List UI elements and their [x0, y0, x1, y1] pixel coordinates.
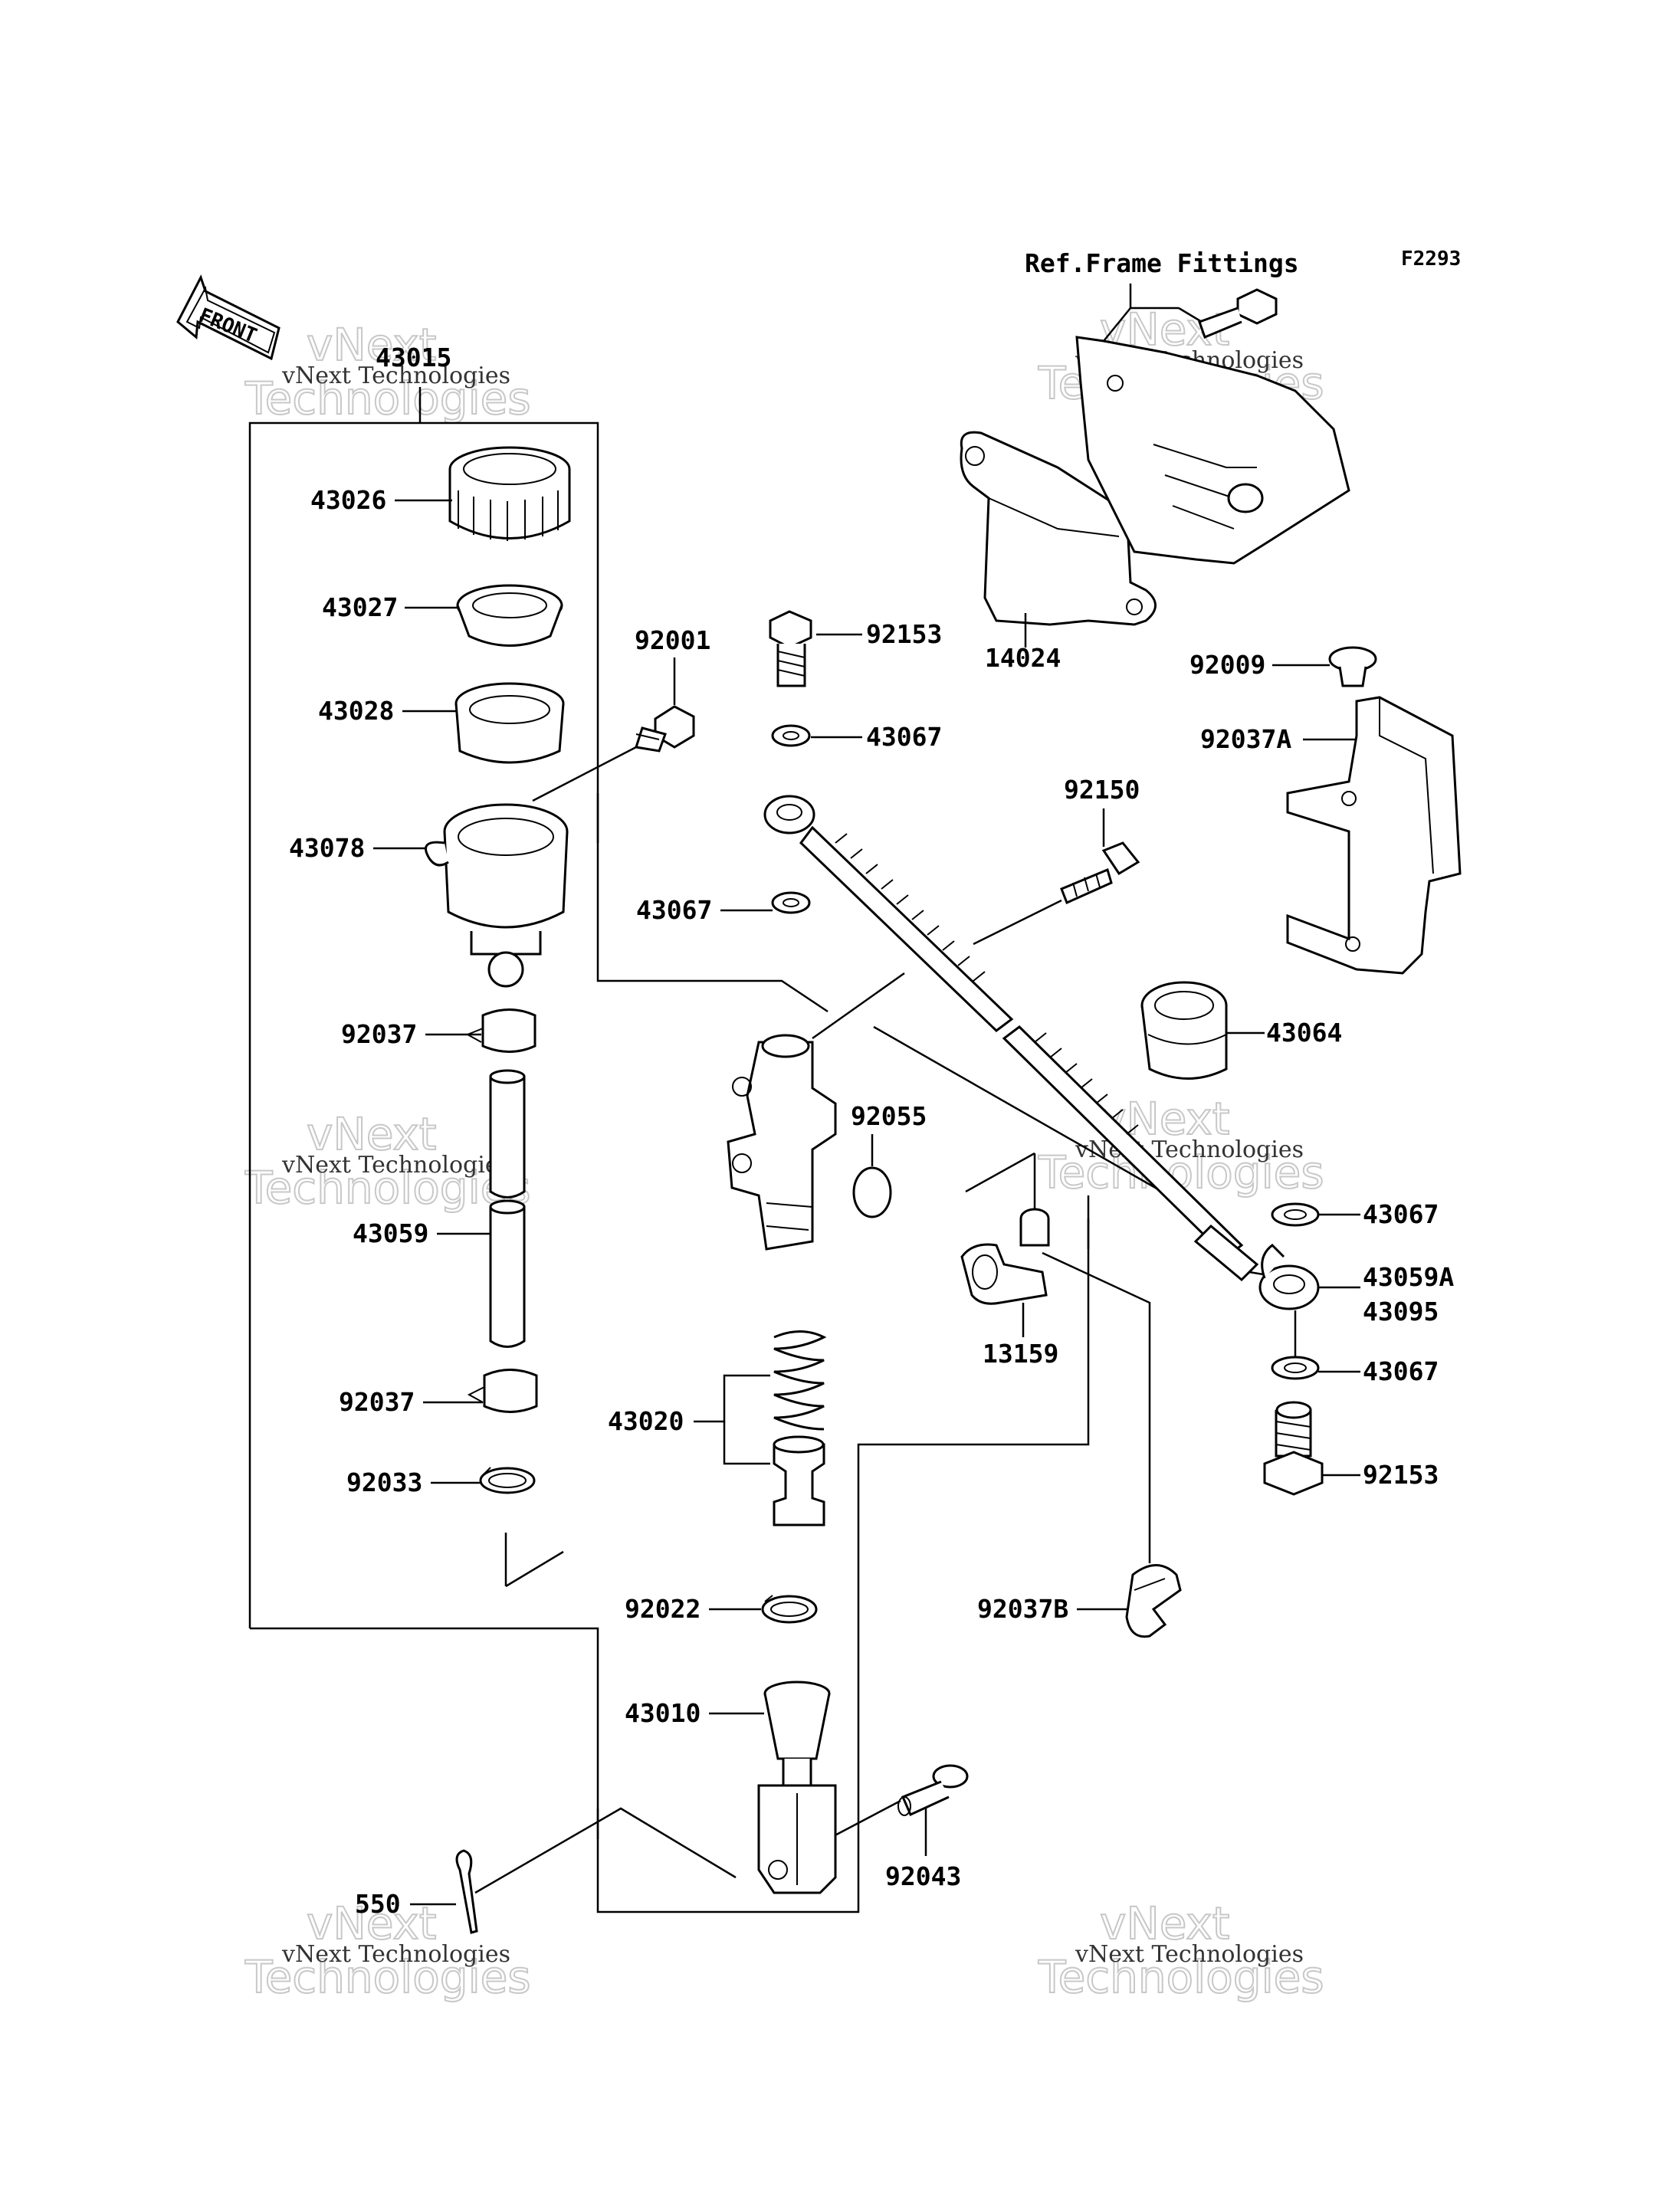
- bolt-92001: [635, 705, 695, 753]
- bolt-92150: [1060, 841, 1140, 905]
- watermark-small: vNext Technologies: [1075, 1941, 1304, 1968]
- banjo-fitting-43095: [1258, 1244, 1320, 1310]
- label-43095: 43095: [1363, 1297, 1439, 1326]
- push-rod-43010: [757, 1681, 837, 1894]
- label-92022: 92022: [625, 1594, 701, 1624]
- o-ring-92055: [852, 1166, 892, 1218]
- banjo-bolt-92153-lower: [1263, 1401, 1324, 1496]
- label-43078: 43078: [289, 833, 365, 863]
- bracket-92037A: [1286, 696, 1462, 975]
- guard-frame: [1075, 336, 1350, 565]
- watermark-big-2: Technologies: [244, 1951, 531, 2003]
- watermark-big-2: Technologies: [1038, 1951, 1324, 2003]
- label-92150: 92150: [1064, 775, 1140, 805]
- watermark-small: vNext Technologies: [281, 1152, 510, 1179]
- watermark-big-1: vNext: [307, 1108, 436, 1160]
- cover-14024: [960, 431, 1157, 626]
- washer-43067-d: [1271, 1356, 1320, 1380]
- watermark-top-left: vNext Technologies vNext Technologies: [244, 318, 532, 425]
- diaphragm-plate-43027: [456, 584, 563, 647]
- grommet-43064: [1140, 981, 1228, 1080]
- watermark-big-1: vNext: [307, 319, 436, 371]
- piston-43020: [773, 1435, 825, 1526]
- label-92037B: 92037B: [977, 1594, 1068, 1624]
- master-cylinder-body: [727, 1034, 837, 1251]
- watermark-small: vNext Technologies: [281, 362, 510, 389]
- reservoir-cap-43026: [448, 446, 571, 541]
- label-13159: 13159: [983, 1339, 1058, 1369]
- watermark-small: vNext Technologies: [281, 1941, 510, 1968]
- screw-92009: [1328, 646, 1377, 687]
- label-43064: 43064: [1266, 1018, 1342, 1048]
- label-43067-c: 43067: [1363, 1199, 1439, 1229]
- label-43059A: 43059A: [1363, 1262, 1454, 1292]
- watermark-bottom-right: vNext Technologies vNext Technologies: [1037, 1897, 1325, 2004]
- label-92037A: 92037A: [1200, 724, 1291, 754]
- watermark-big-2: Technologies: [244, 372, 531, 425]
- label-43067-b: 43067: [636, 895, 712, 925]
- reservoir-43078: [425, 803, 569, 988]
- leader-lines: [373, 499, 1360, 1906]
- ref-frame-fittings-label: Ref.Frame Fittings: [1025, 248, 1299, 278]
- front-arrow-icon: FRONT: [176, 274, 281, 361]
- label-43067-a: 43067: [866, 722, 942, 752]
- brake-hose: [799, 825, 1273, 1282]
- circlip-92033: [479, 1467, 536, 1494]
- label-43010: 43010: [625, 1698, 701, 1728]
- label-92009: 92009: [1189, 650, 1265, 680]
- label-92037-lower: 92037: [339, 1387, 415, 1417]
- label-43027: 43027: [322, 592, 398, 622]
- ref-leader-4: [1103, 307, 1131, 342]
- clip-92037B: [1125, 1564, 1182, 1638]
- clamp-92037-upper: [465, 1008, 536, 1053]
- elbow-13159: [960, 1208, 1050, 1305]
- label-43067-d: 43067: [1363, 1356, 1439, 1386]
- diaphragm-43028: [454, 682, 565, 764]
- banjo-fitting-upper: [763, 795, 815, 835]
- watermark-mid-left: vNext Technologies vNext Technologies: [244, 1107, 532, 1215]
- label-14024: 14024: [985, 643, 1061, 673]
- bolt-ref-frame: [1198, 288, 1278, 339]
- label-92033: 92033: [346, 1467, 422, 1497]
- banjo-bolt-92153-upper: [769, 610, 812, 687]
- label-43026: 43026: [310, 485, 386, 515]
- washer-43067-c: [1271, 1202, 1320, 1227]
- cotter-pin-550: [455, 1849, 478, 1934]
- watermark-big-1: vNext: [1100, 1897, 1229, 1949]
- part-labels: 43015 43026 43027 43028 43078 92037 4305…: [289, 343, 1454, 1919]
- label-92001: 92001: [635, 625, 710, 655]
- label-92037-upper: 92037: [341, 1019, 417, 1049]
- diagram-code: F2293: [1401, 248, 1461, 271]
- washer-43067-b: [771, 891, 811, 914]
- label-43020: 43020: [608, 1406, 684, 1436]
- label-550: 550: [355, 1889, 401, 1919]
- watermark-big-2: Technologies: [244, 1162, 531, 1214]
- spring-43020: [773, 1330, 827, 1431]
- washer-43067-a: [771, 724, 811, 747]
- ref-leader-3: [1178, 307, 1203, 323]
- label-92153-upper: 92153: [866, 619, 942, 649]
- assembly-brackets: [248, 387, 1196, 1913]
- hose-43059: [489, 1069, 526, 1348]
- label-92043: 92043: [885, 1861, 961, 1891]
- label-43059: 43059: [353, 1218, 428, 1248]
- pin-92043: [897, 1764, 969, 1817]
- label-92055: 92055: [851, 1101, 927, 1131]
- watermark-bottom-left: vNext Technologies vNext Technologies: [244, 1897, 532, 2004]
- clamp-92037-lower: [467, 1369, 538, 1413]
- watermark-big-1: vNext: [307, 1897, 436, 1949]
- label-43028: 43028: [318, 696, 394, 726]
- circlip-92022: [761, 1595, 818, 1624]
- label-92153-lower: 92153: [1363, 1460, 1439, 1490]
- label-43015: 43015: [376, 343, 451, 372]
